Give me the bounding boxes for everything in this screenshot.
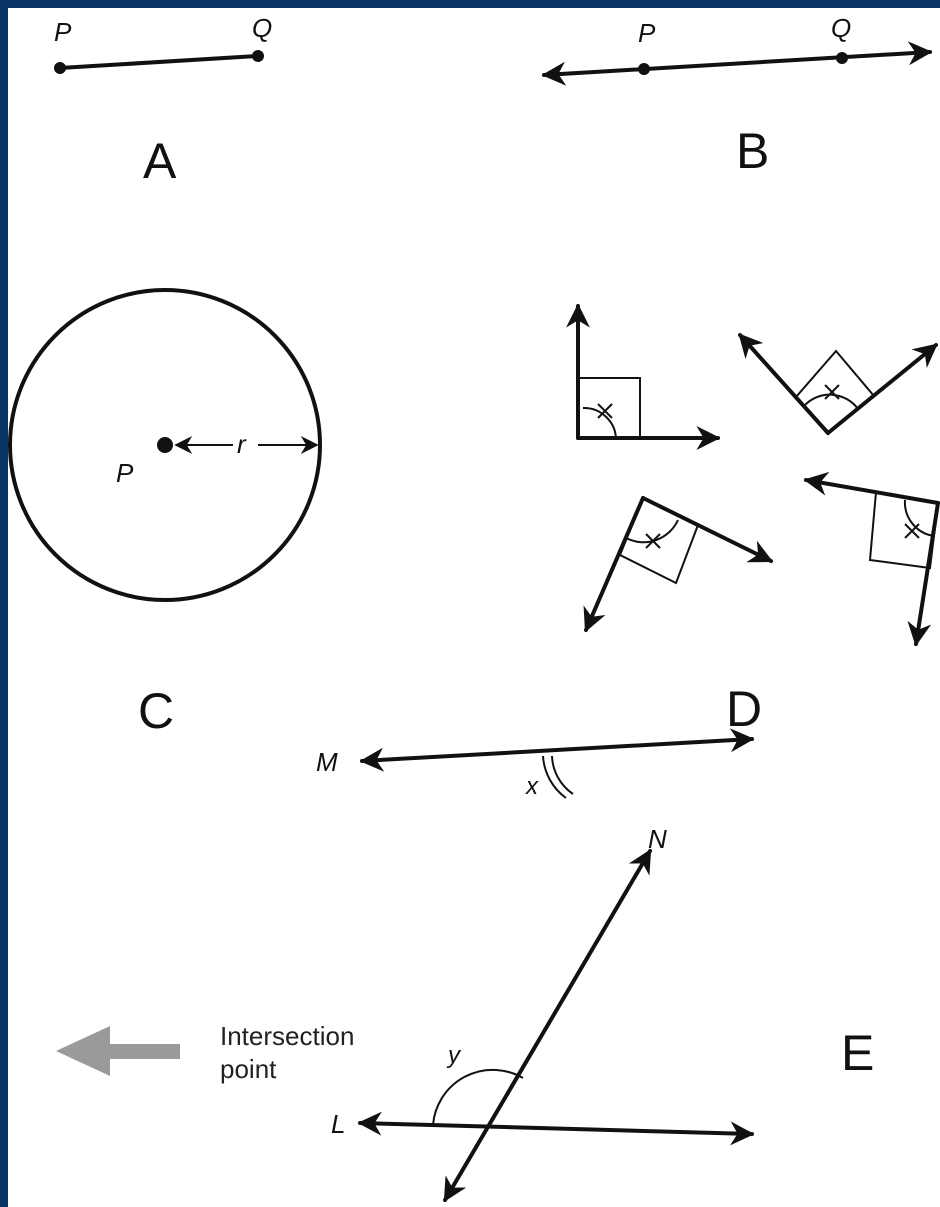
panel-e-transversal: M N L x y E Intersection point: [56, 728, 874, 1203]
angle-x-arc-1: [542, 755, 567, 799]
geometry-figure: P Q A P Q B r P C: [8, 13, 940, 1203]
panel-letter-d: D: [726, 681, 762, 737]
panel-a-segment: P Q A: [54, 13, 272, 189]
line-n: [443, 848, 652, 1203]
line-pq: [541, 41, 933, 86]
right-angle-1: [566, 303, 721, 450]
right-angle-3: [583, 496, 774, 633]
panel-d-right-angles: D: [566, 303, 940, 737]
point-p: [54, 62, 66, 74]
panel-letter-a: A: [143, 133, 177, 189]
label-p: P: [54, 17, 72, 47]
label-r: r: [237, 429, 247, 459]
angle-y-arc: [432, 1068, 524, 1126]
panel-letter-e: E: [841, 1025, 874, 1081]
caption-line-2: point: [220, 1054, 277, 1084]
right-angle-2: [738, 333, 938, 435]
right-angle-4: [803, 471, 940, 647]
label-m: M: [316, 747, 338, 777]
segment-pq: [58, 54, 260, 70]
label-p: P: [116, 458, 134, 488]
circle: [8, 288, 322, 602]
panel-letter-c: C: [138, 683, 174, 739]
panel-letter-b: B: [736, 123, 769, 179]
label-q: Q: [252, 13, 272, 43]
angle-x-arc-2: [551, 755, 574, 795]
panel-c-circle: r P C: [8, 288, 322, 739]
caption-line-1: Intersection: [220, 1021, 354, 1051]
center-point-p: [157, 437, 173, 453]
panel-b-line: P Q B: [541, 13, 933, 179]
intersection-point-arrow: [56, 1026, 180, 1076]
label-n: N: [648, 824, 667, 854]
arrow-left-icon: [56, 1026, 110, 1076]
angle-label-y: y: [446, 1042, 462, 1069]
diagram-canvas: P Q A P Q B r P C: [8, 8, 940, 1207]
point-p: [638, 63, 650, 75]
point-q: [836, 52, 848, 64]
label-q: Q: [831, 13, 851, 43]
label-p: P: [638, 18, 656, 48]
line-m: [359, 728, 755, 772]
line-l: [357, 1111, 755, 1146]
label-l: L: [331, 1109, 345, 1139]
point-q: [252, 50, 264, 62]
angle-label-x: x: [525, 773, 539, 800]
